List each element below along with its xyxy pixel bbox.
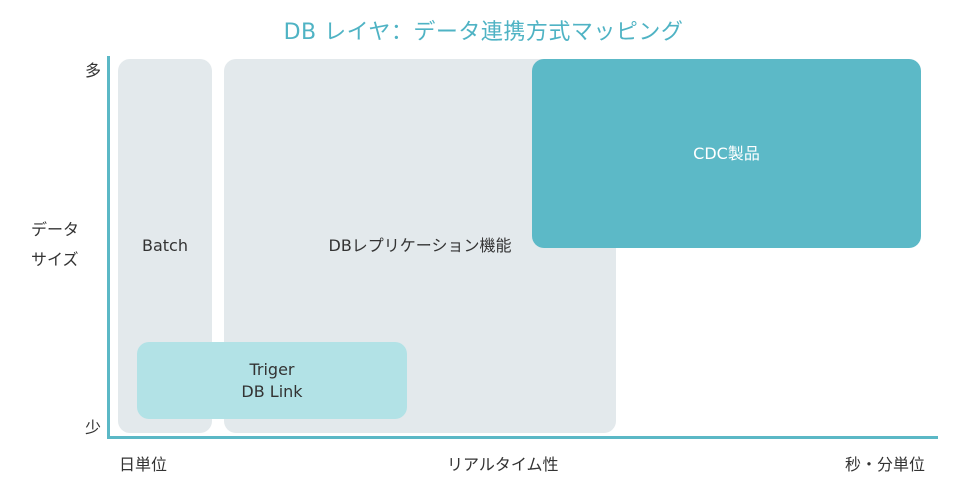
y-axis-bottom-label: 少: [85, 418, 102, 437]
cdc-products-region: CDC製品: [532, 59, 921, 248]
x-axis-center-label: リアルタイム性: [447, 455, 559, 474]
trigger-dblink-region: Triger DB Link: [137, 342, 407, 419]
x-axis-left-label: 日単位: [119, 455, 168, 474]
trigger-label: Triger: [249, 359, 295, 379]
y-axis-top-label: 多: [85, 61, 102, 80]
y-axis-label-line1: データ: [31, 220, 80, 239]
dblink-label: DB Link: [241, 381, 303, 401]
y-axis-label-line2: サイズ: [31, 250, 79, 269]
x-axis-line: [107, 436, 938, 439]
y-axis-line: [107, 56, 110, 439]
db-replication-label: DBレプリケーション機能: [328, 236, 512, 255]
cdc-products-label: CDC製品: [693, 143, 760, 163]
diagram-title: DB レイヤ：データ連携方式マッピング: [283, 20, 684, 45]
batch-label: Batch: [142, 236, 188, 255]
x-axis-right-label: 秒・分単位: [845, 455, 926, 474]
